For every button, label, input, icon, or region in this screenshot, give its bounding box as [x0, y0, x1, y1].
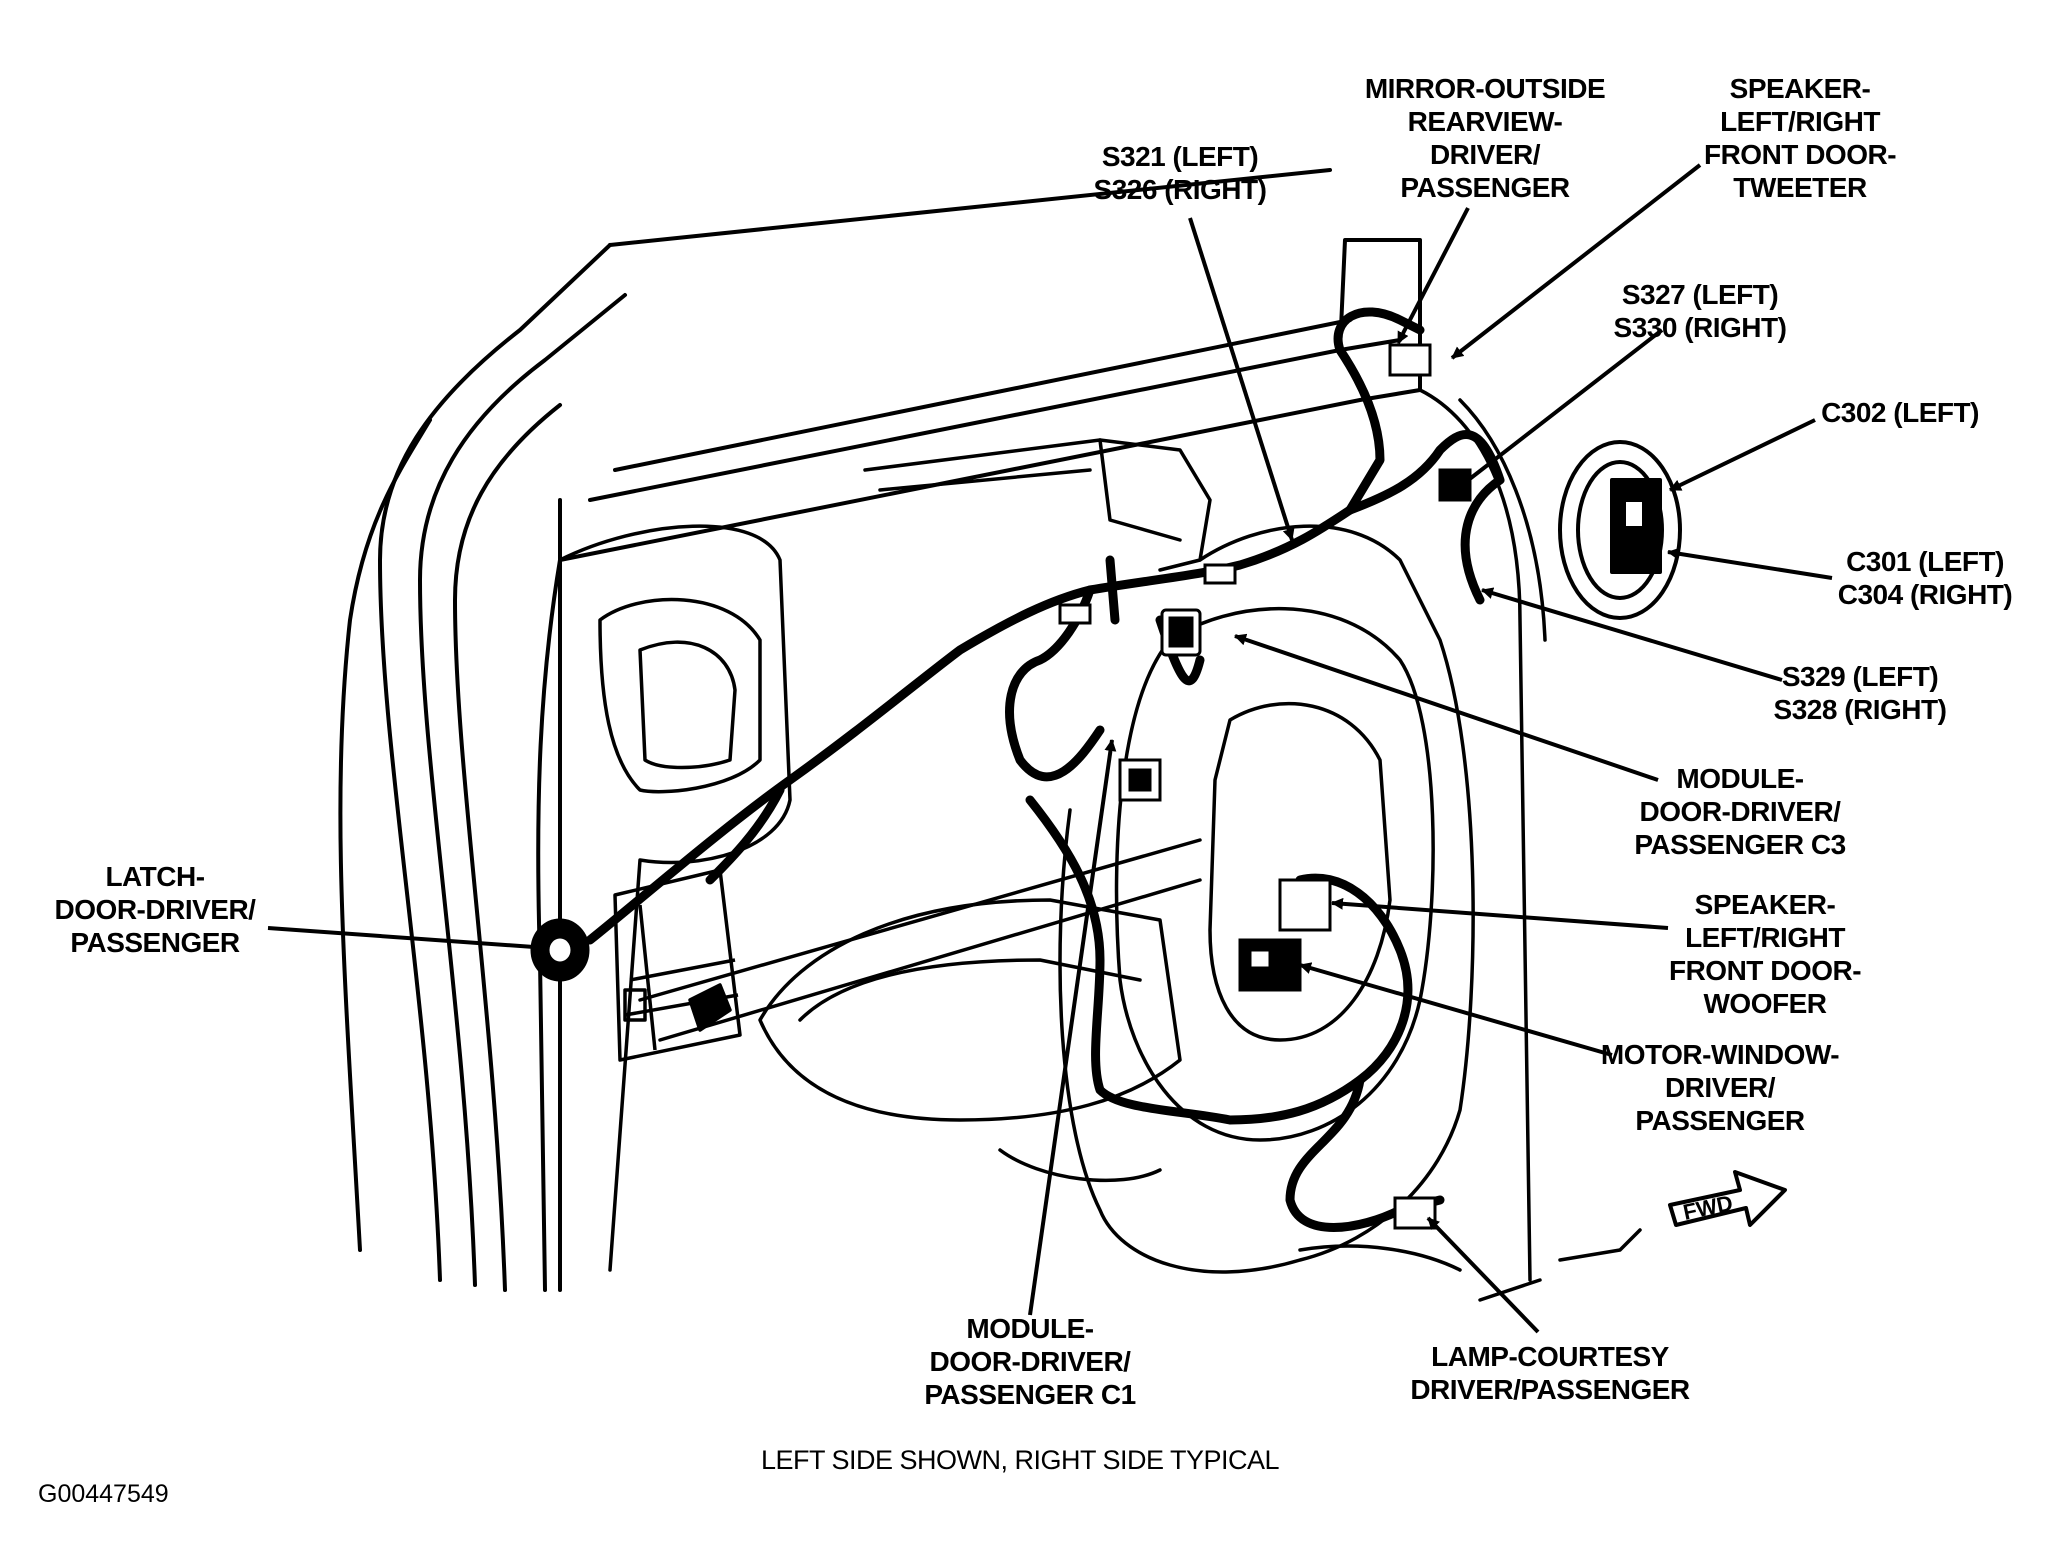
wiring-harness: [585, 307, 1505, 1232]
latch-bracket: [613, 868, 742, 1062]
label-splice-s329: S329 (LEFT)S328 (RIGHT): [1773, 661, 1947, 725]
harness-connectors: [530, 343, 1472, 1230]
door-frame: [338, 168, 1422, 1292]
label-module-c1: MODULE-DOOR-DRIVER/PASSENGER C1: [924, 1313, 1136, 1410]
label-splice-s327: S327 (LEFT)S330 (RIGHT): [1613, 279, 1787, 343]
figure-id: G00447549: [38, 1480, 169, 1508]
tweeter-housing: [1558, 440, 1682, 620]
label-module-c3: MODULE-DOOR-DRIVER/PASSENGER C3: [1634, 763, 1846, 860]
fwd-arrow-icon: FWD: [1668, 1170, 1787, 1227]
label-connector-c301: C301 (LEFT)C304 (RIGHT): [1837, 546, 2013, 610]
label-splice-s321: S321 (LEFT)S326 (RIGHT): [1093, 141, 1267, 205]
leader-lines: [267, 163, 1833, 1334]
label-connector-c302: C302 (LEFT): [1821, 397, 1979, 428]
fwd-label: FWD: [1681, 1190, 1735, 1225]
label-latch: LATCH-DOOR-DRIVER/PASSENGER: [54, 861, 256, 958]
figure-caption: LEFT SIDE SHOWN, RIGHT SIDE TYPICAL: [760, 1445, 1280, 1475]
inner-door-panel: [558, 388, 1642, 1302]
label-motor-window: MOTOR-WINDOW-DRIVER/PASSENGER: [1600, 1039, 1840, 1136]
